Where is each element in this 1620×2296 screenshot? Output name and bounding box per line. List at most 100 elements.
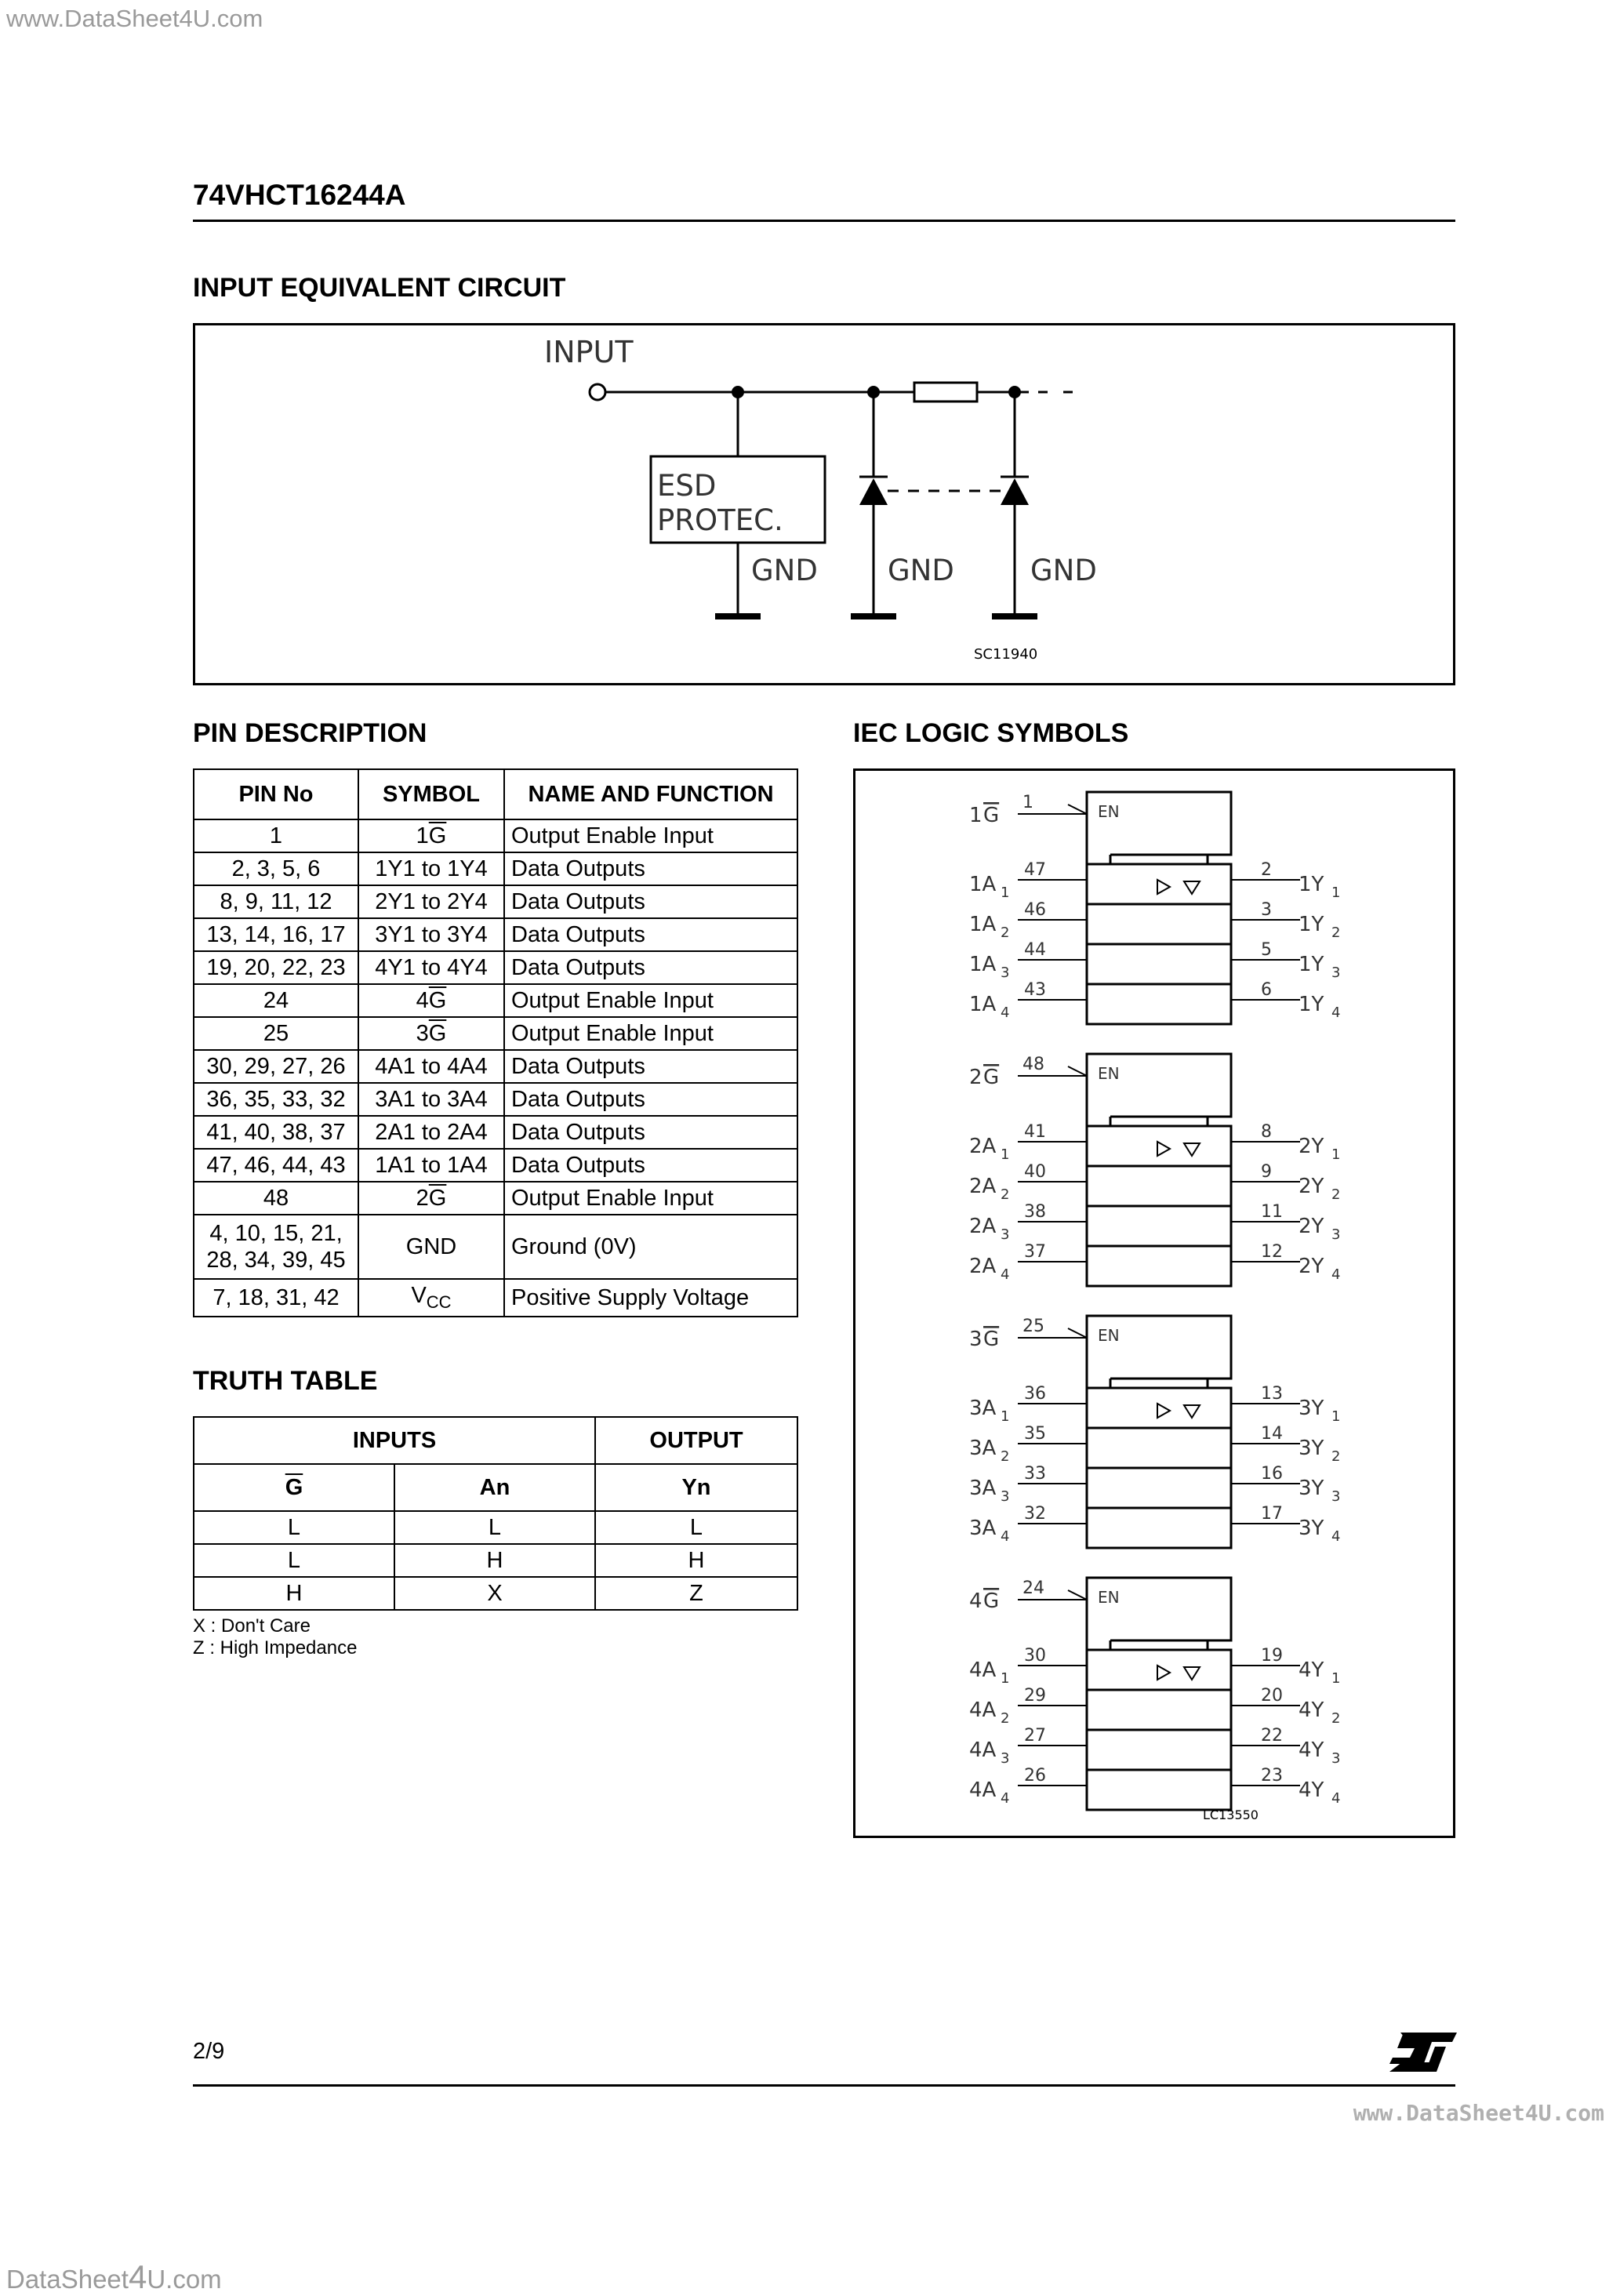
a-subscript: 3 bbox=[1001, 1226, 1009, 1243]
y-label: 2Y bbox=[1299, 1135, 1324, 1158]
pin-cell: 30, 29, 27, 26 bbox=[193, 1049, 359, 1084]
symbol-text: 2Y1 to 2Y4 bbox=[375, 888, 488, 914]
inputs-header: INPUTS bbox=[193, 1416, 596, 1465]
a-pin-number: 40 bbox=[1024, 1162, 1046, 1182]
tristate-icon bbox=[1182, 1666, 1201, 1681]
header-rule bbox=[193, 220, 1455, 222]
a-subscript: 2 bbox=[1001, 1710, 1009, 1727]
y-pin-number: 19 bbox=[1261, 1646, 1283, 1666]
table-row: 7, 18, 31, 42 VCC Positive Supply Voltag… bbox=[193, 1278, 798, 1317]
watermark-bottom-right: www.DataSheet4U.com bbox=[1353, 2100, 1604, 2126]
y-pin-number: 20 bbox=[1261, 1686, 1283, 1706]
gnd-pins-line1: 4, 10, 15, 21, bbox=[209, 1221, 343, 1246]
a-pin-number: 26 bbox=[1024, 1766, 1046, 1786]
watermark-part-a: DataSheet bbox=[6, 2265, 129, 2294]
symbol-cell: 1Y1 to 1Y4 bbox=[358, 852, 505, 886]
symbol-cell: 2G bbox=[358, 1181, 505, 1215]
col-yn-header: Yn bbox=[594, 1463, 798, 1512]
gnd-pins-line2: 28, 34, 39, 45 bbox=[206, 1248, 346, 1273]
symbol-prefix: 4 bbox=[416, 987, 429, 1013]
pin-cell: 4, 10, 15, 21, 28, 34, 39, 45 bbox=[193, 1214, 359, 1280]
en-label: EN bbox=[1098, 802, 1120, 821]
a-subscript: 4 bbox=[1001, 1790, 1009, 1807]
a-subscript: 3 bbox=[1001, 965, 1009, 981]
footer-rule bbox=[193, 2084, 1455, 2087]
symbol-text: 4Y1 to 4Y4 bbox=[375, 954, 488, 980]
a-label: 1A bbox=[969, 953, 997, 976]
g-pin-number: 48 bbox=[1022, 1055, 1044, 1074]
a-label: 2A bbox=[969, 1175, 997, 1198]
pin-cell: 48 bbox=[193, 1181, 359, 1215]
pin-cell: 41, 40, 38, 37 bbox=[193, 1115, 359, 1150]
a-pin-number: 36 bbox=[1024, 1384, 1046, 1404]
table-row: 4, 10, 15, 21, 28, 34, 39, 45 GND Ground… bbox=[193, 1214, 798, 1280]
a-subscript: 2 bbox=[1001, 1448, 1009, 1465]
symbol-cell: 2Y1 to 2Y4 bbox=[358, 885, 505, 919]
y-label: 1Y bbox=[1299, 993, 1324, 1016]
g-pin-number: 25 bbox=[1022, 1317, 1044, 1336]
gnd-label-3: GND bbox=[1030, 554, 1097, 587]
symbol-text: 1Y1 to 1Y4 bbox=[375, 856, 488, 881]
y-label: 4Y bbox=[1299, 1738, 1324, 1762]
truth-g: H bbox=[193, 1576, 395, 1611]
a-label: 4A bbox=[969, 1778, 997, 1802]
y-label: 1Y bbox=[1299, 953, 1324, 976]
a-subscript: 4 bbox=[1001, 1004, 1009, 1021]
y-pin-number: 17 bbox=[1261, 1504, 1283, 1524]
pin-cell: 8, 9, 11, 12 bbox=[193, 885, 359, 919]
symbol-text: 3Y1 to 3Y4 bbox=[375, 921, 488, 947]
tristate-icon bbox=[1182, 1404, 1201, 1419]
buffer-icon bbox=[1157, 878, 1172, 896]
function-cell: Data Outputs bbox=[503, 1049, 798, 1084]
truth-table: INPUTS OUTPUT G An Yn L L L L H H H X Z bbox=[193, 1416, 798, 1611]
y-label: 4Y bbox=[1299, 1698, 1324, 1722]
col-an-header: An bbox=[394, 1463, 596, 1512]
symbol-g-overline: G bbox=[428, 1185, 447, 1211]
pin-cell: 2, 3, 5, 6 bbox=[193, 852, 359, 886]
y-subscript: 1 bbox=[1331, 1408, 1340, 1425]
y-pin-number: 16 bbox=[1261, 1464, 1283, 1484]
g-prefix: 3 bbox=[969, 1328, 983, 1351]
a-label: 4A bbox=[969, 1658, 997, 1682]
enable-triangle-icon bbox=[1067, 1328, 1088, 1339]
function-cell: Data Outputs bbox=[503, 1082, 798, 1117]
y-subscript: 4 bbox=[1331, 1004, 1340, 1021]
symbol-cell: 3G bbox=[358, 1016, 505, 1051]
pin-cell: 19, 20, 22, 23 bbox=[193, 950, 359, 985]
y-label: 3Y bbox=[1299, 1477, 1324, 1500]
a-pin-number: 29 bbox=[1024, 1686, 1046, 1706]
vcc-subscript: CC bbox=[426, 1292, 452, 1312]
table-row: H X Z bbox=[193, 1576, 798, 1611]
a-subscript: 2 bbox=[1001, 925, 1009, 941]
y-subscript: 2 bbox=[1331, 1448, 1340, 1465]
symbol-cell: 1G bbox=[358, 819, 505, 853]
iec-box bbox=[853, 768, 1455, 1838]
input-label: INPUT bbox=[544, 335, 634, 369]
a-subscript: 4 bbox=[1001, 1528, 1009, 1545]
symbol-cell: 3A1 to 3A4 bbox=[358, 1082, 505, 1117]
input-circuit-diagram: INPUT ESD PROTEC. GND GND GND SC11940 bbox=[544, 335, 1097, 663]
table-row: L L L bbox=[193, 1510, 798, 1545]
y-pin-number: 22 bbox=[1261, 1726, 1283, 1746]
symbol-text: 4A1 to 4A4 bbox=[375, 1053, 488, 1079]
g-letter: G bbox=[983, 1066, 999, 1089]
buffer-icon bbox=[1157, 1402, 1172, 1419]
symbol-prefix: 3 bbox=[416, 1020, 429, 1046]
truth-g: L bbox=[193, 1510, 395, 1545]
y-subscript: 2 bbox=[1331, 1710, 1340, 1727]
symbol-g-overline: G bbox=[428, 823, 447, 848]
pin-table-header: PIN No SYMBOL NAME AND FUNCTION bbox=[193, 768, 798, 820]
en-label: EN bbox=[1098, 1326, 1120, 1345]
y-label: 1Y bbox=[1299, 873, 1324, 896]
y-subscript: 1 bbox=[1331, 1146, 1340, 1163]
col-g-header: G bbox=[193, 1463, 395, 1512]
